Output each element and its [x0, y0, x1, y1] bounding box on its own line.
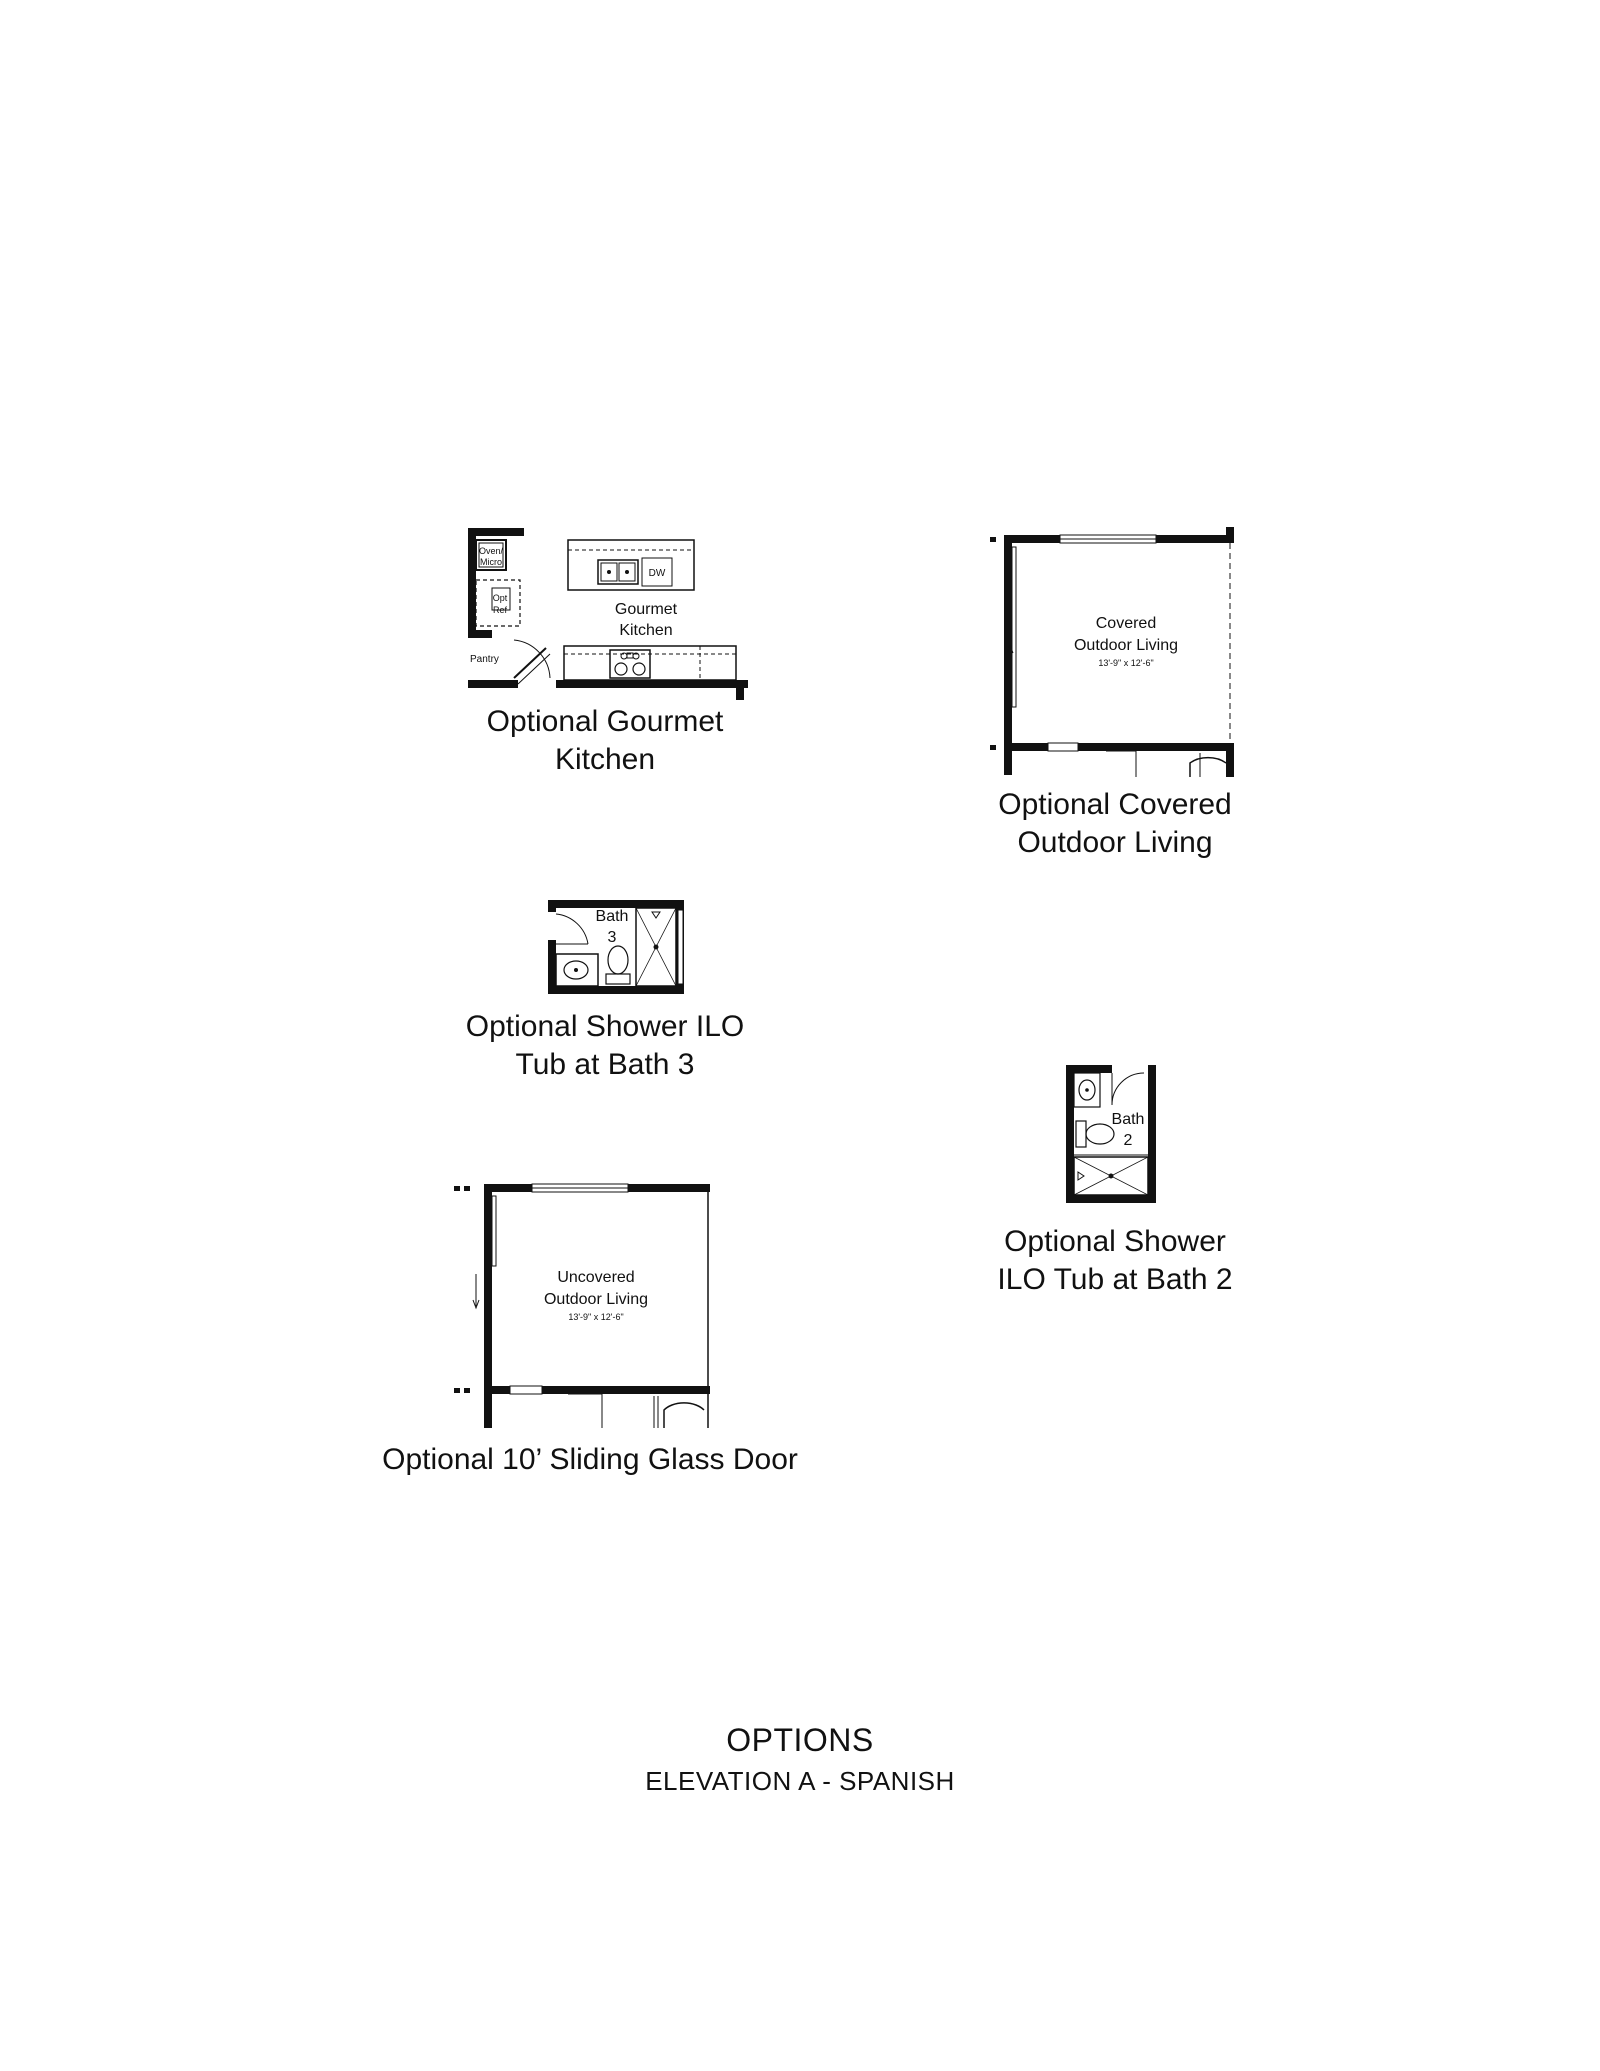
opt-label: Opt [493, 593, 508, 603]
gourmet-kitchen-room-label-2: Kitchen [619, 622, 672, 639]
sliding-glass-door-caption: Optional 10’ Sliding Glass Door [382, 1443, 798, 1476]
covered-room-label: Covered [1096, 615, 1156, 632]
bath-3-caption: Optional Shower ILO Tub at Bath 3 [465, 1010, 745, 1081]
covered-room-dims: 13'-9" x 12'-6" [1098, 658, 1153, 668]
covered-outdoor-living-caption: Optional Covered Outdoor Living [998, 788, 1232, 859]
uncovered-room-dims: 13'-9" x 12'-6" [568, 1312, 623, 1322]
bath-2-room-label-2: 2 [1124, 1132, 1133, 1149]
gourmet-kitchen-caption: Optional Gourmet Kitchen [486, 705, 724, 776]
bath-3-room-label-2: 3 [608, 929, 617, 946]
micro-label: Micro [480, 557, 502, 567]
oven-label: Oven/ [479, 546, 504, 556]
elevation-subtitle: ELEVATION A - SPANISH [645, 1766, 955, 1796]
options-title: OPTIONS [726, 1722, 874, 1758]
bath-2-room-label: Bath [1112, 1111, 1145, 1128]
dw-label: DW [649, 568, 666, 579]
bath-2-plan: Bath 2 [1066, 1065, 1166, 1205]
pantry-label: Pantry [470, 654, 499, 665]
uncovered-outdoor-living-plan: Uncovered Outdoor Living 13'-9" x 12'-6" [454, 1174, 714, 1428]
ref-label: Ref [493, 605, 508, 615]
uncovered-room-label-2: Outdoor Living [544, 1291, 648, 1308]
bath-2-caption: Optional Shower ILO Tub at Bath 2 [997, 1225, 1233, 1296]
uncovered-room-label: Uncovered [557, 1269, 634, 1286]
gourmet-kitchen-plan: Oven/ Micro Opt Ref Pantry DW Gourmet Ki… [468, 528, 748, 700]
bath-3-plan: Bath 3 [548, 900, 686, 996]
gourmet-kitchen-room-label: Gourmet [615, 601, 678, 618]
covered-room-label-2: Outdoor Living [1074, 637, 1178, 654]
bath-3-room-label: Bath [596, 908, 629, 925]
covered-outdoor-living-plan: Covered Outdoor Living 13'-9" x 12'-6" [990, 527, 1240, 777]
